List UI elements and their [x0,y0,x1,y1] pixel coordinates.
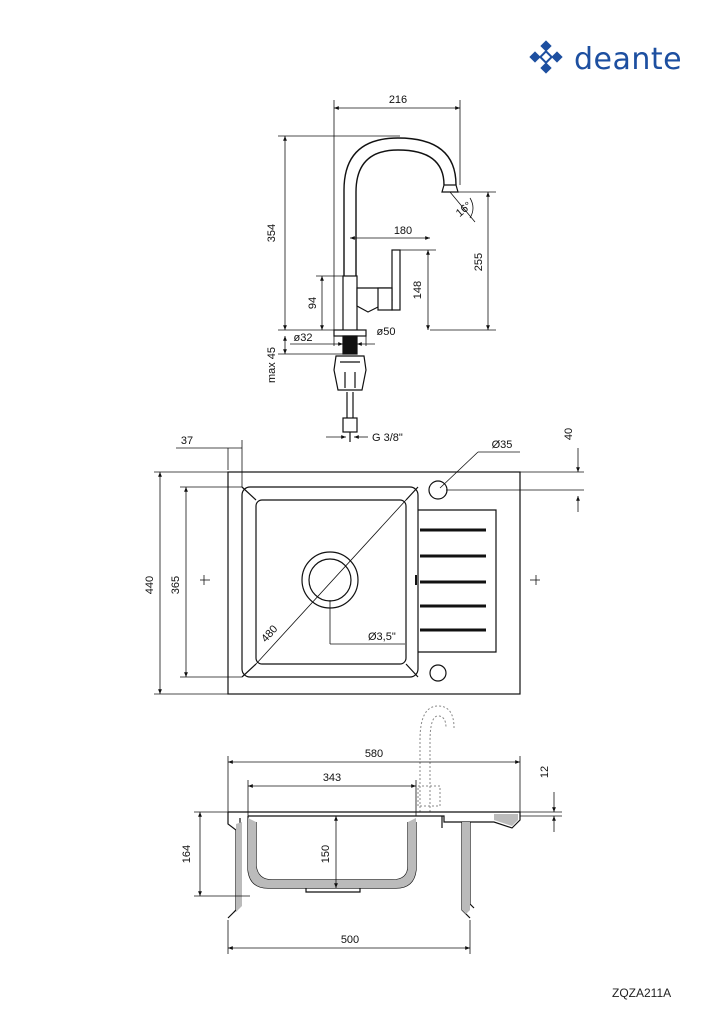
brand-name: deante [574,42,683,77]
dim-connection-thread: G 3/8" [372,432,403,444]
dim-base-diameter: ø50 [377,326,396,338]
faucet-ghost-outline [417,705,455,812]
sink-top-view [227,471,521,695]
dim-faucet-width: 216 [389,94,407,106]
sink-section-view [227,811,521,919]
dim-sink-height: 440 [144,576,156,594]
dim-bowl-depth: 150 [320,845,332,863]
dim-mount-diameter: ø32 [294,332,313,344]
dim-section-bowl-width: 343 [323,772,341,784]
sink-section-dimensions [194,756,562,954]
brand-emblem-icon [529,40,563,74]
dim-bowl-diagonal: 480 [259,623,280,645]
sink-top-dimensions [154,440,584,695]
dim-base-width: 500 [341,934,359,946]
dim-body-height: 94 [307,297,319,309]
dim-rim-thickness: 12 [539,766,551,778]
dim-offset-left: 37 [181,435,193,447]
product-code: ZQZA211A [612,986,672,1000]
sink-section-hatch [236,814,518,914]
dim-lever-height: 148 [412,281,424,299]
faucet-dimensions [278,100,496,439]
brand-logo: deante [528,40,688,84]
dim-offset-top: 40 [563,428,575,440]
dim-tap-hole: Ø35 [492,439,513,451]
dim-section-width: 580 [365,748,383,760]
faucet-drawing [333,137,459,442]
dim-spout-reach: 180 [394,225,412,237]
dim-spout-angle: 16° [454,200,474,220]
dim-total-depth: 164 [181,845,193,863]
dim-spout-height: 255 [473,253,485,271]
dim-drain-diameter: Ø3,5" [368,631,396,643]
dim-faucet-height: 354 [266,224,278,242]
dim-bowl-height: 365 [170,576,182,594]
dim-max-thickness: max 45 [266,347,278,383]
